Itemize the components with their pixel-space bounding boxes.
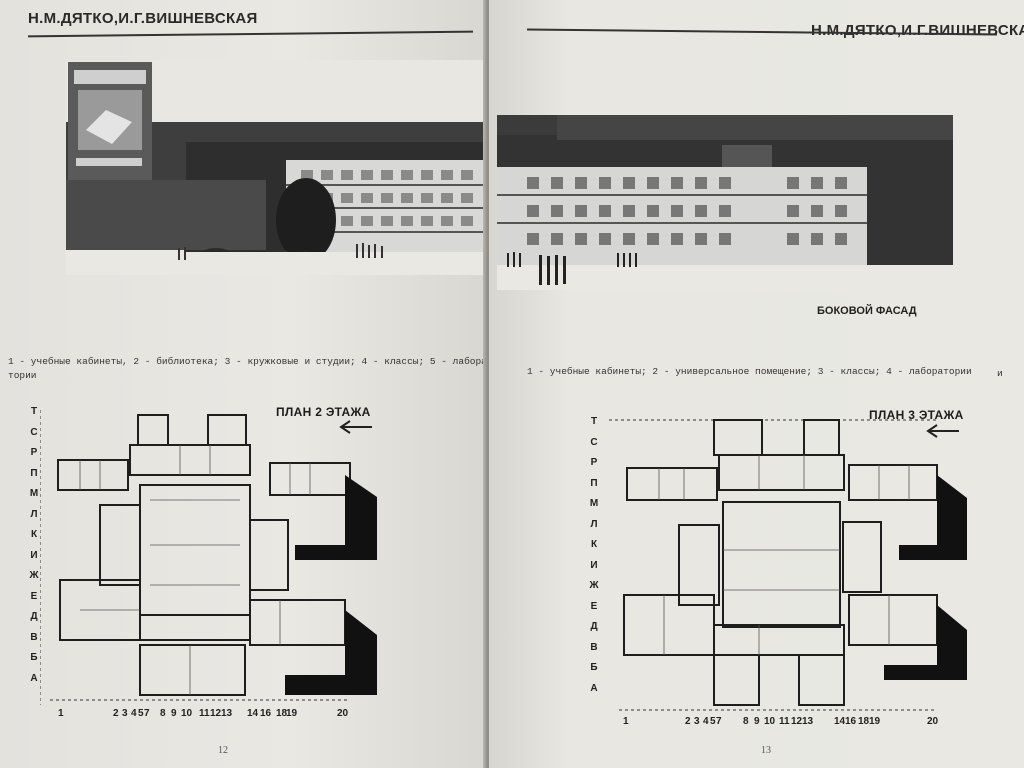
axis-number: 19 [869,716,881,727]
axis-number: 5 [710,716,716,727]
left-page-header: Н.М.ДЯТКО,И.Г.ВИШНЕВСКАЯ [28,10,258,27]
axis-letter: Р [30,447,38,458]
axis-letter: А [30,672,38,684]
axis-letter: М [589,498,599,509]
axis-number: 3 [694,716,700,727]
left-header-rule [28,30,473,37]
right-page-number: 13 [761,745,771,756]
left-facade-photo [66,60,487,275]
axis-number: 3 [122,708,128,719]
axis-number: 12 [791,716,803,727]
axis-letter: Б [590,662,598,673]
left-page-number: 12 [218,745,228,756]
right-direction-arrow-icon [926,424,959,438]
axis-number: 16 [845,716,857,727]
axis-letter: Т [590,416,598,427]
axis-number: 2 [113,708,119,719]
axis-number: 7 [144,708,150,719]
axis-letter: Т [30,406,38,417]
axis-number: 14 [247,708,259,719]
left-page: Н.М.ДЯТКО,И.Г.ВИШНЕВСКАЯ [0,0,487,768]
left-direction-arrow-icon [339,420,372,434]
right-floor-plan [609,419,967,711]
axis-number: 4 [131,708,137,719]
axis-number: 12 [210,708,222,719]
axis-number: 10 [181,708,193,719]
right-facade-photo [497,115,953,290]
axis-number: 13 [221,708,233,719]
axis-letter: И [30,549,38,561]
axis-number: 20 [927,716,939,727]
axis-number: 4 [703,716,709,727]
right-page-header: Н.М.ДЯТКО,И.Г.ВИШНЕВСКАЯ [811,22,1024,39]
axis-number: 9 [171,708,177,719]
axis-number: 19 [286,708,298,719]
axis-letter: В [30,631,38,643]
axis-number: 2 [685,716,691,727]
axis-number: 11 [199,708,210,719]
axis-number: 20 [337,708,349,719]
axis-letter: П [590,477,598,489]
axis-letter: Л [30,508,38,520]
axis-letter: Ж [29,570,39,581]
axis-number: 1 [58,708,64,719]
right-page: Н.М.ДЯТКО,И.Г.ВИШНЕВСКАЯ БОКОВОЙ ФАСАД 1 [489,0,1024,768]
left-floor-plan [40,410,377,705]
left-legend-line2: тории [8,370,37,381]
axis-number: 10 [764,716,776,727]
axis-number: 9 [754,716,760,727]
axis-letter: Ж [589,580,599,591]
axis-letter: С [30,426,38,438]
axis-letter: К [590,539,598,550]
left-legend-line1: 1 - учебные кабинеты, 2 - библиотека; 3 … [8,356,487,367]
axis-number: 8 [743,716,749,727]
axis-letter: Е [590,600,598,612]
axis-number: 7 [716,716,722,727]
axis-number: 16 [260,708,272,719]
axis-letter: К [30,529,38,540]
axis-letter: В [590,641,598,653]
axis-letter: П [30,467,38,479]
axis-letter: Е [30,590,38,602]
axis-number: 1 [623,716,629,727]
axis-letter: Д [590,621,598,632]
left-plan-title: ПЛАН 2 ЭТАЖА [276,405,371,419]
axis-letter: Л [590,518,598,530]
axis-letter: Б [30,652,38,663]
axis-number: 18 [858,716,870,727]
axis-number: 11 [779,716,790,727]
axis-letter: С [590,436,598,448]
side-facade-label: БОКОВОЙ ФАСАД [817,305,917,317]
axis-letter: М [29,488,39,499]
axis-letter: И [590,559,598,571]
axis-number: 5 [138,708,144,719]
axis-number: 18 [276,708,288,719]
axis-number: 14 [834,716,846,727]
right-plan-title: ПЛАН 3 ЭТАЖА [869,408,964,422]
book-spine [483,0,493,768]
axis-letter: Р [590,457,598,468]
axis-letter: Д [30,611,38,622]
axis-number: 8 [160,708,166,719]
axis-number: 13 [802,716,814,727]
right-legend-tail: и [997,368,1003,379]
right-legend-line1: 1 - учебные кабинеты; 2 - универсальное … [527,366,972,377]
axis-letter: А [590,682,598,694]
